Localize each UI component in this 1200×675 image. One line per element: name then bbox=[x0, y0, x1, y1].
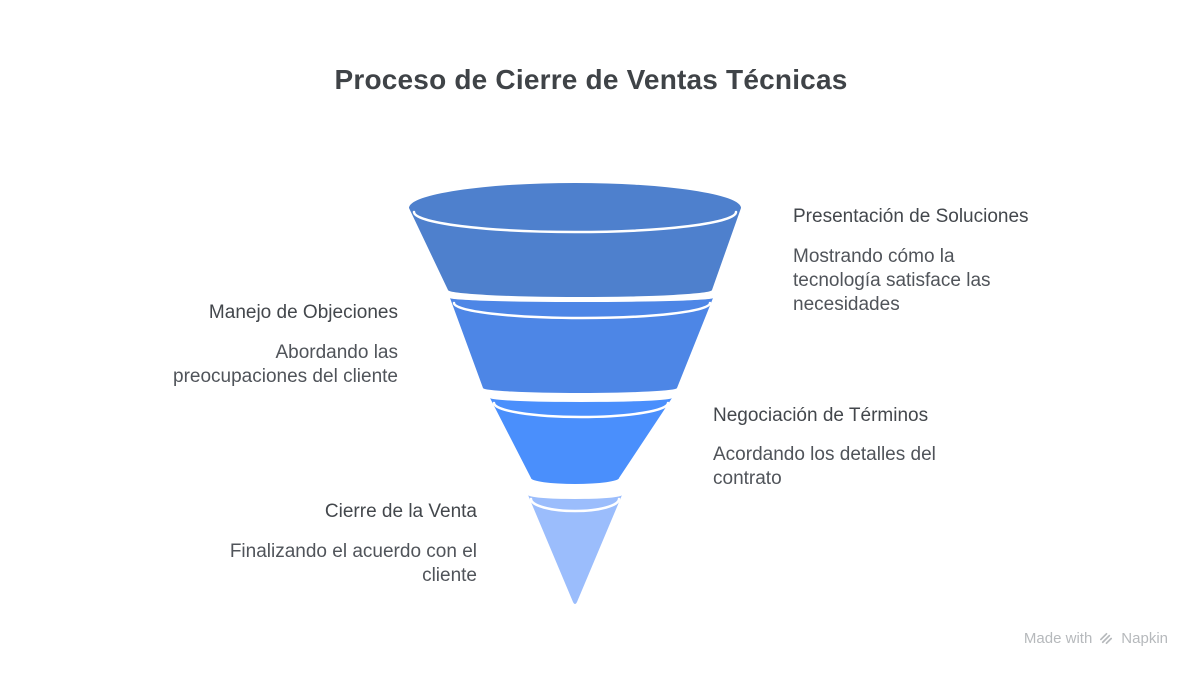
watermark-prefix: Made with bbox=[1023, 630, 1093, 647]
napkin-watermark-link[interactable]: Made with Napkin bbox=[1024, 630, 1168, 647]
diagram-title: Proceso de Cierre de Ventas Técnicas bbox=[334, 64, 848, 95]
stage-2-title: Manejo de Objeciones bbox=[208, 302, 398, 323]
stage-label-presentacion: Presentación de Soluciones Mostrando cóm… bbox=[793, 205, 1029, 317]
funnel-stage-1-shape bbox=[409, 183, 741, 297]
stage-1-title: Presentación de Soluciones bbox=[793, 206, 1029, 227]
watermark-brand: Napkin bbox=[1121, 630, 1168, 647]
funnel-stage-3-shape bbox=[490, 398, 672, 484]
stage-4-description: Finalizando el acuerdo con el cliente bbox=[229, 541, 477, 586]
funnel-stage-1-lip bbox=[412, 210, 738, 234]
funnel-stage-2-shape bbox=[450, 298, 713, 393]
stage-label-objeciones: Manejo de Objeciones Abordando las preoc… bbox=[158, 301, 398, 389]
stage-3-description: Acordando los detalles del contrato bbox=[713, 444, 936, 489]
funnel-stage-4-lip bbox=[529, 497, 621, 513]
funnel-stage-4-shape bbox=[528, 495, 622, 604]
napkin-logo-icon bbox=[1100, 632, 1113, 645]
funnel-stage-3-lip bbox=[492, 401, 670, 419]
stage-1-description: Mostrando cómo la tecnología satisface l… bbox=[793, 246, 991, 315]
stage-label-negociacion: Negociación de Términos Acordando los de… bbox=[713, 404, 955, 491]
stage-3-title: Negociación de Términos bbox=[713, 405, 929, 426]
stage-2-description: Abordando las preocupaciones del cliente bbox=[173, 342, 398, 387]
stage-label-cierre: Cierre de la Venta Finalizando el acuerd… bbox=[227, 500, 477, 588]
funnel-stage-2-lip bbox=[452, 301, 712, 320]
stage-4-title: Cierre de la Venta bbox=[324, 501, 477, 522]
